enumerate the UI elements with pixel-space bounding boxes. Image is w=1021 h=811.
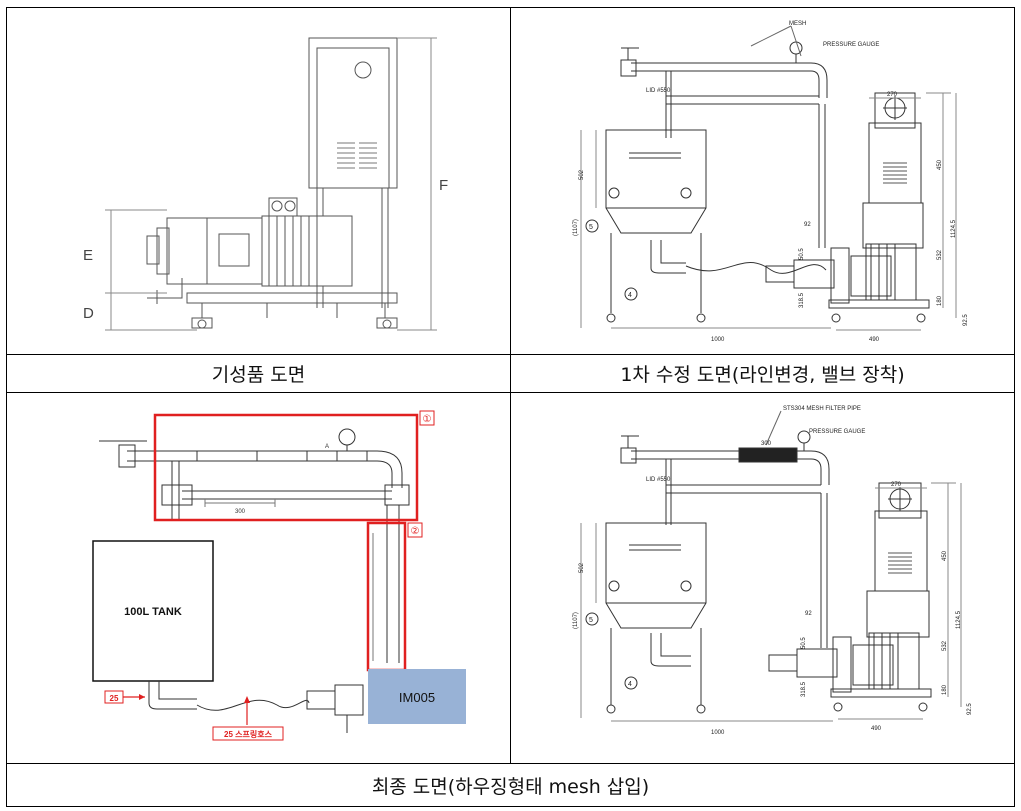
existing-drawing-cell: E D F bbox=[6, 7, 511, 355]
final-dim-490-label: 490 bbox=[871, 726, 882, 732]
first-revision-drawing: MESH PRESSURE GAUGE LID #550 270 502 (11… bbox=[573, 21, 969, 343]
drawing-comparison-table: E D F bbox=[6, 7, 1015, 807]
first-revision-caption: 1차 수정 도면(라인변경, 밸브 장착) bbox=[510, 354, 1015, 393]
dim-490-label: 490 bbox=[869, 337, 880, 343]
dim-300-label: 300 bbox=[235, 509, 246, 515]
mesh-filter-pipe-label: STS304 MESH FILTER PIPE bbox=[783, 406, 861, 412]
final-lid-label: LID #550 bbox=[646, 477, 671, 483]
final-drawing-cell: STS304 MESH FILTER PIPE PRESSURE GAUGE 3… bbox=[510, 392, 1015, 764]
existing-drawing-caption: 기성품 도면 bbox=[6, 354, 511, 393]
dim-180-label: 180 bbox=[937, 295, 943, 306]
final-drawing-caption: 최종 도면(하우징형태 mesh 삽입) bbox=[6, 763, 1015, 807]
first-revision-drawing-cell: MESH PRESSURE GAUGE LID #550 270 502 (11… bbox=[510, 7, 1015, 355]
dim-a-label: A bbox=[325, 444, 329, 450]
balloon-5-label: 5 bbox=[589, 224, 593, 231]
balloon-4-label: 4 bbox=[628, 292, 632, 299]
final-balloon-5-label: 5 bbox=[589, 617, 593, 624]
zone-2-marker: ② bbox=[411, 526, 420, 537]
mesh-label: MESH bbox=[789, 21, 806, 27]
final-dim-300-label: 300 bbox=[761, 441, 772, 447]
final-dim-532-label: 532 bbox=[942, 640, 948, 651]
final-dim-50-label: 50.5 bbox=[801, 637, 807, 649]
dim-502-label: 502 bbox=[579, 169, 585, 180]
dim-50-label: 50.5 bbox=[799, 248, 805, 260]
final-dim-502-label: 502 bbox=[579, 562, 585, 573]
final-dim-92-5-label: 92.5 bbox=[967, 703, 973, 715]
dimension-e-label: E bbox=[83, 247, 93, 264]
tank-label: 100L TANK bbox=[124, 606, 182, 618]
zone-1-highlight-box bbox=[153, 413, 419, 522]
final-dim-180-label: 180 bbox=[942, 684, 948, 695]
existing-product-drawing: E D F bbox=[83, 37, 448, 331]
final-dim-1107-label: (1107) bbox=[573, 612, 579, 629]
dimension-d-label: D bbox=[83, 305, 94, 322]
dimension-f-label: F bbox=[439, 177, 448, 194]
final-pressure-gauge-label: PRESSURE GAUGE bbox=[809, 429, 865, 435]
final-dim-1124-label: 1124.5 bbox=[956, 610, 962, 629]
zone-1-marker: ① bbox=[423, 414, 432, 425]
dim-92-5-label: 92.5 bbox=[963, 314, 969, 326]
lid-label: LID #550 bbox=[646, 88, 671, 94]
dim-318-label: 318.5 bbox=[799, 292, 805, 308]
sketch-drawing-cell: IM005 100L TANK ① ② 25 25 스프링호스 A 300 bbox=[6, 392, 511, 764]
final-drawing: STS304 MESH FILTER PIPE PRESSURE GAUGE 3… bbox=[573, 406, 973, 736]
im005-label: IM005 bbox=[399, 690, 435, 705]
dim-1107-label: (1107) bbox=[573, 219, 579, 236]
dim-92-label: 92 bbox=[804, 222, 811, 228]
dim-1124-label: 1124.5 bbox=[951, 219, 957, 238]
pressure-gauge-label: PRESSURE GAUGE bbox=[823, 42, 879, 48]
final-dim-1000-label: 1000 bbox=[711, 730, 725, 736]
size-25-label: 25 bbox=[110, 694, 119, 703]
dim-532-label: 532 bbox=[937, 249, 943, 260]
dim-1000-label: 1000 bbox=[711, 337, 725, 343]
final-dim-92-label: 92 bbox=[805, 611, 812, 617]
dim-270-label: 270 bbox=[887, 92, 898, 98]
spring-hose-label: 25 스프링호스 bbox=[224, 729, 273, 739]
final-dim-450-label: 450 bbox=[942, 550, 948, 561]
dim-450-label: 450 bbox=[937, 159, 943, 170]
im005-unit-block bbox=[368, 669, 466, 724]
final-dim-270-label: 270 bbox=[891, 482, 902, 488]
final-dim-318-label: 318.5 bbox=[801, 681, 807, 697]
final-balloon-4-label: 4 bbox=[628, 681, 632, 688]
modification-sketch-drawing: IM005 100L TANK ① ② 25 25 스프링호스 A 300 bbox=[92, 410, 466, 741]
